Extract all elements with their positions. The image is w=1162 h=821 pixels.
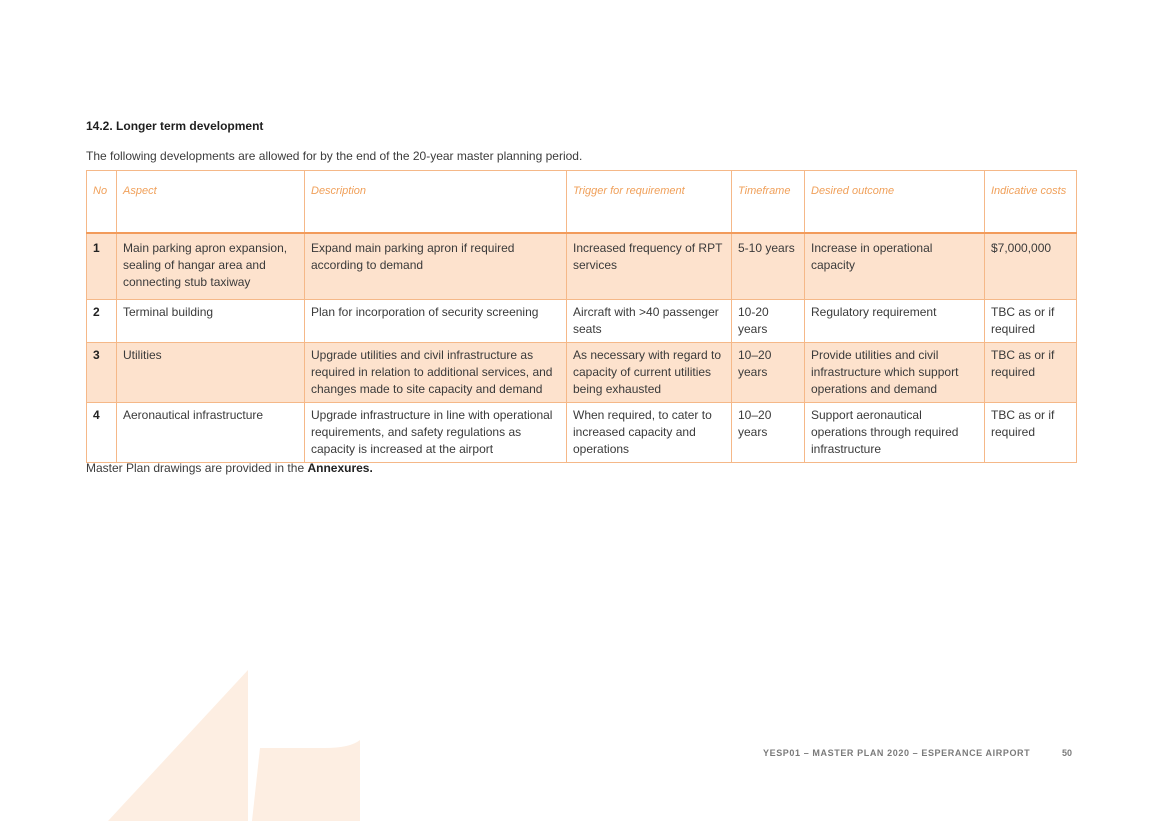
logo-watermark <box>108 670 360 821</box>
page-number: 50 <box>1062 748 1073 758</box>
row-number: 3 <box>86 342 117 403</box>
header-no: No <box>86 170 117 234</box>
row-outcome: Support aeronautical operations through … <box>804 402 985 463</box>
table-row: 4 Aeronautical infrastructure Upgrade in… <box>86 402 1077 463</box>
row-outcome: Regulatory requirement <box>804 299 985 343</box>
annexures-link[interactable]: Annexures. <box>307 461 373 475</box>
row-timeframe: 10–20 years <box>731 402 805 463</box>
row-timeframe: 5-10 years <box>731 232 805 300</box>
row-aspect: Terminal building <box>116 299 305 343</box>
header-aspect: Aspect <box>116 170 305 234</box>
row-description: Expand main parking apron if required ac… <box>304 232 567 300</box>
header-trigger: Trigger for requirement <box>566 170 732 234</box>
row-cost: TBC as or if required <box>984 299 1077 343</box>
row-aspect: Utilities <box>116 342 305 403</box>
row-outcome: Provide utilities and civil infrastructu… <box>804 342 985 403</box>
row-cost: TBC as or if required <box>984 342 1077 403</box>
table-row: 2 Terminal building Plan for incorporati… <box>86 299 1077 343</box>
header-costs: Indicative costs <box>984 170 1077 234</box>
row-trigger: When required, to cater to increased cap… <box>566 402 732 463</box>
row-trigger: Increased frequency of RPT services <box>566 232 732 300</box>
table-header-row: No Aspect Description Trigger for requir… <box>86 170 1077 234</box>
footnote: Master Plan drawings are provided in the… <box>86 461 373 475</box>
header-description: Description <box>304 170 567 234</box>
row-trigger: Aircraft with >40 passenger seats <box>566 299 732 343</box>
row-outcome: Increase in operational capacity <box>804 232 985 300</box>
table-row: 1 Main parking apron expansion, sealing … <box>86 232 1077 300</box>
row-number: 2 <box>86 299 117 343</box>
header-timeframe: Timeframe <box>731 170 805 234</box>
section-number: 14.2. <box>86 119 113 133</box>
row-description: Plan for incorporation of security scree… <box>304 299 567 343</box>
row-number: 4 <box>86 402 117 463</box>
section-title: Longer term development <box>116 119 264 133</box>
intro-paragraph: The following developments are allowed f… <box>86 149 583 163</box>
header-outcome: Desired outcome <box>804 170 985 234</box>
section-heading: 14.2. Longer term development <box>86 119 263 133</box>
row-timeframe: 10–20 years <box>731 342 805 403</box>
footer-document-title: YESP01 – MASTER PLAN 2020 – ESPERANCE AI… <box>763 748 1031 758</box>
row-number: 1 <box>86 232 117 300</box>
row-cost: TBC as or if required <box>984 402 1077 463</box>
row-aspect: Aeronautical infrastructure <box>116 402 305 463</box>
development-table: No Aspect Description Trigger for requir… <box>86 170 1077 463</box>
table-row: 3 Utilities Upgrade utilities and civil … <box>86 342 1077 403</box>
row-description: Upgrade utilities and civil infrastructu… <box>304 342 567 403</box>
row-trigger: As necessary with regard to capacity of … <box>566 342 732 403</box>
footnote-text: Master Plan drawings are provided in the <box>86 461 308 475</box>
row-cost: $7,000,000 <box>984 232 1077 300</box>
row-timeframe: 10-20 years <box>731 299 805 343</box>
row-aspect: Main parking apron expansion, sealing of… <box>116 232 305 300</box>
row-description: Upgrade infrastructure in line with oper… <box>304 402 567 463</box>
